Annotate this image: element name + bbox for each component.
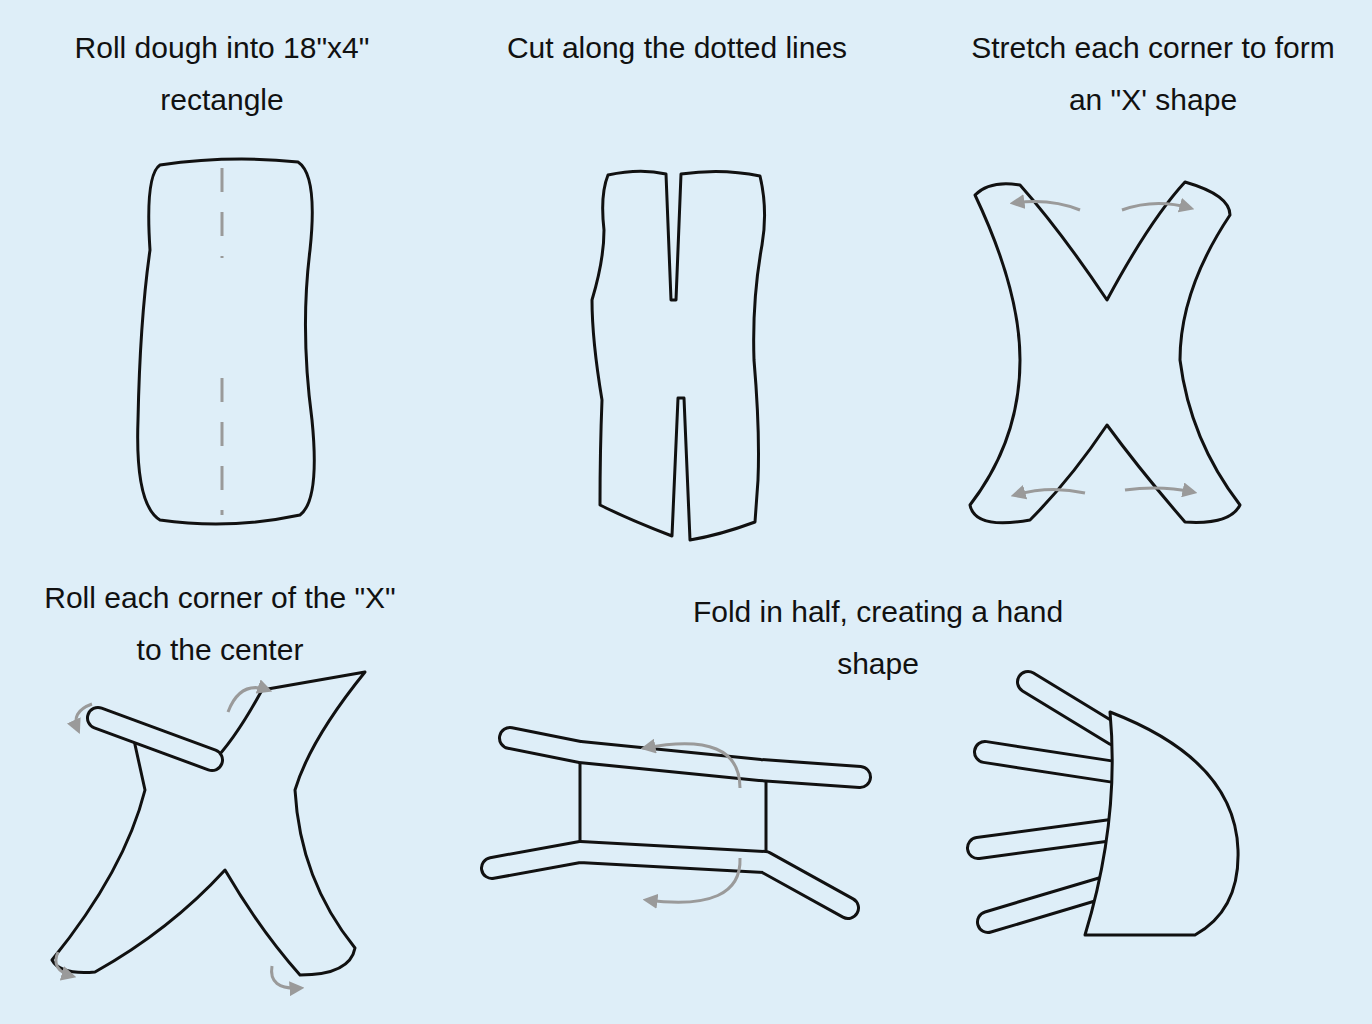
step-caption: Roll dough into 18"x4" rectangle (32, 22, 412, 126)
x-shape (970, 182, 1240, 523)
rolled-dough (492, 738, 860, 908)
step-caption: Cut along the dotted lines (497, 22, 857, 74)
step-caption: Fold in half, creating a hand shape (683, 586, 1073, 690)
rolled-x (52, 672, 365, 988)
dough-rectangle (138, 159, 315, 524)
cut-dough (592, 171, 765, 540)
step-caption: Roll each corner of the "X" to the cente… (30, 572, 410, 676)
step-caption: Stretch each corner to form an "X' shape (963, 22, 1343, 126)
hand-shape (978, 682, 1238, 935)
